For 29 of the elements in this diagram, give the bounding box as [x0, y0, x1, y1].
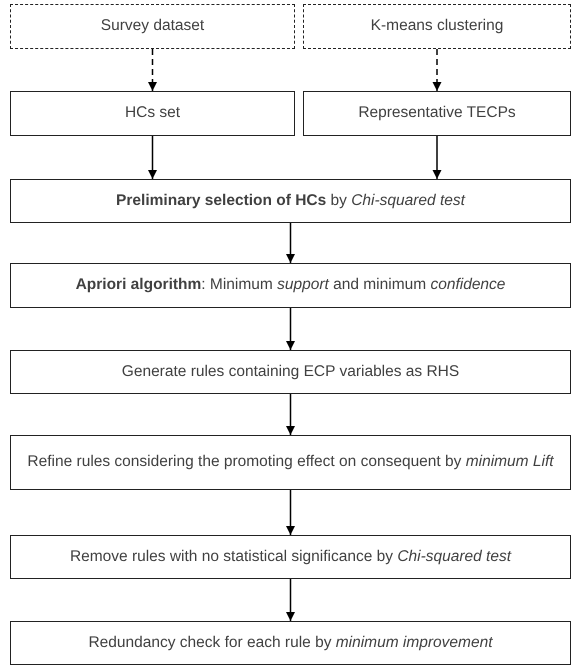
step-text: Apriori algorithm: Minimum support and minimum confidence	[76, 275, 506, 296]
process-box	[10, 179, 571, 223]
arrow	[286, 394, 295, 435]
process-box	[10, 435, 571, 490]
process-box	[10, 91, 295, 136]
process-box	[10, 621, 571, 665]
arrow	[286, 579, 295, 621]
process-box	[10, 350, 571, 394]
arrow	[432, 49, 442, 91]
process-box	[10, 263, 571, 308]
step-text: Preliminary selection of HCs by Chi-squared test	[116, 190, 465, 211]
process-box	[10, 535, 571, 579]
step-text: Survey dataset	[100, 16, 204, 36]
step-text: K-means clustering	[370, 16, 504, 36]
step-text: HCs set	[124, 103, 180, 124]
arrow	[432, 136, 442, 179]
step-text: Representative TECPs	[358, 103, 516, 124]
step-text: Remove rules with no statistical significance by Chi-squared test	[70, 546, 512, 567]
step-text: Redundancy check for each rule by minimum improvement	[88, 632, 493, 653]
arrow	[148, 136, 157, 179]
step-text: Generate rules containing ECP variables as RHS	[122, 362, 460, 382]
process-box	[303, 91, 571, 136]
arrow	[286, 223, 295, 263]
process-box	[10, 4, 295, 49]
process-box	[303, 4, 571, 49]
step-text: Refine rules considering the promoting effect on consequent by minimum Lift	[27, 452, 554, 472]
arrow	[286, 490, 295, 535]
arrow	[148, 49, 157, 91]
arrow	[286, 308, 295, 350]
